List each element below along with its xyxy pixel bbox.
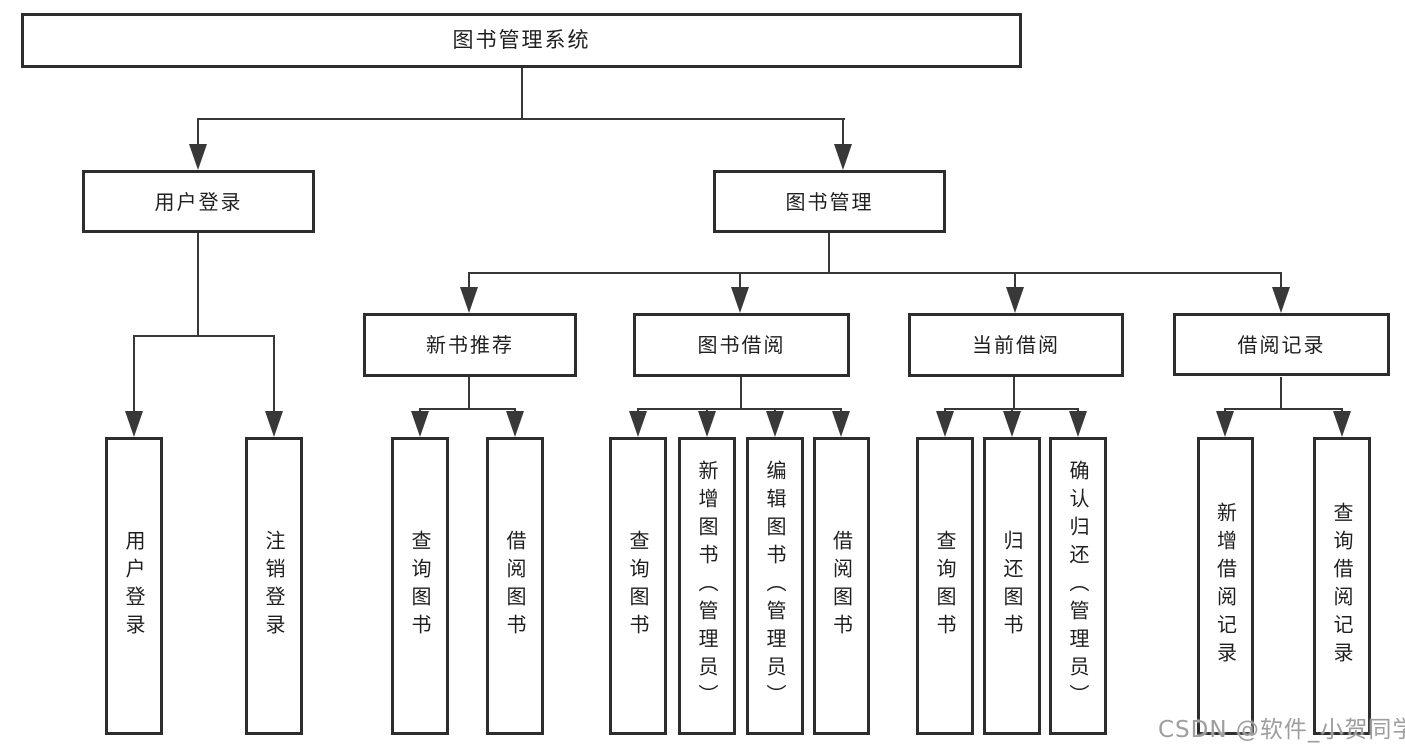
leaf-current-query-books: 查询图书 xyxy=(916,437,974,735)
node-library-management-system: 图书管理系统 xyxy=(21,13,1022,68)
connector-line xyxy=(739,272,741,289)
connector-line xyxy=(521,68,523,119)
node-borrowing-records: 借阅记录 xyxy=(1173,313,1390,376)
connector-line xyxy=(273,335,275,413)
arrow-down-icon xyxy=(189,144,207,170)
connector-line xyxy=(1280,272,1282,289)
connector-line xyxy=(637,408,842,410)
node-new-book-recommendation: 新书推荐 xyxy=(363,313,577,377)
leaf-user-login: 用户登录 xyxy=(105,437,163,735)
connector-line xyxy=(468,272,1282,274)
arrow-down-icon xyxy=(1069,411,1087,437)
leaf-recommend-query-books: 查询图书 xyxy=(391,437,449,735)
arrow-down-icon xyxy=(936,411,954,437)
connector-line xyxy=(740,377,742,409)
node-user-login: 用户登录 xyxy=(82,170,315,233)
arrow-down-icon xyxy=(265,411,283,437)
connector-line xyxy=(197,233,199,336)
connector-line xyxy=(133,335,135,413)
node-current-borrowing: 当前借阅 xyxy=(908,313,1124,377)
connector-line xyxy=(842,118,844,146)
arrow-down-icon xyxy=(1003,411,1021,437)
arrow-down-icon xyxy=(506,411,524,437)
leaf-confirm-return-admin: 确认归还（管理员） xyxy=(1049,437,1107,735)
arrow-down-icon xyxy=(832,411,850,437)
arrow-down-icon xyxy=(766,411,784,437)
connector-line xyxy=(197,118,845,120)
arrow-down-icon xyxy=(834,144,852,170)
arrow-down-icon xyxy=(460,287,478,313)
arrow-down-icon xyxy=(1333,411,1351,437)
arrow-down-icon xyxy=(629,411,647,437)
leaf-add-borrow-record: 新增借阅记录 xyxy=(1197,437,1254,735)
arrow-down-icon xyxy=(411,411,429,437)
leaf-return-books: 归还图书 xyxy=(983,437,1041,735)
connector-line xyxy=(468,377,470,409)
connector-line xyxy=(1014,272,1016,289)
leaf-borrowing-query-books: 查询图书 xyxy=(609,437,667,735)
csdn-watermark: CSDN @软件_小贺同学 xyxy=(1158,717,1405,743)
connector-line xyxy=(133,335,275,337)
connector-line xyxy=(1013,377,1015,409)
arrow-down-icon xyxy=(125,411,143,437)
arrow-down-icon xyxy=(1006,287,1024,313)
leaf-logout: 注销登录 xyxy=(245,437,303,735)
arrow-down-icon xyxy=(731,287,749,313)
connector-line xyxy=(1224,408,1343,410)
connector-line xyxy=(1280,377,1282,409)
node-book-management: 图书管理 xyxy=(713,170,946,233)
connector-line xyxy=(419,408,516,410)
arrow-down-icon xyxy=(698,411,716,437)
arrow-down-icon xyxy=(1216,411,1234,437)
leaf-query-borrow-record: 查询借阅记录 xyxy=(1313,437,1371,735)
connector-line xyxy=(828,233,830,274)
node-book-borrowing: 图书借阅 xyxy=(633,313,850,377)
leaf-borrowing-borrow-books: 借阅图书 xyxy=(813,437,870,735)
leaf-edit-books-admin: 编辑图书（管理员） xyxy=(746,437,804,735)
connector-line xyxy=(197,118,199,146)
leaf-recommend-borrow-books: 借阅图书 xyxy=(486,437,544,735)
arrow-down-icon xyxy=(1272,287,1290,313)
connector-line xyxy=(468,272,470,289)
leaf-add-books-admin: 新增图书（管理员） xyxy=(678,437,736,735)
